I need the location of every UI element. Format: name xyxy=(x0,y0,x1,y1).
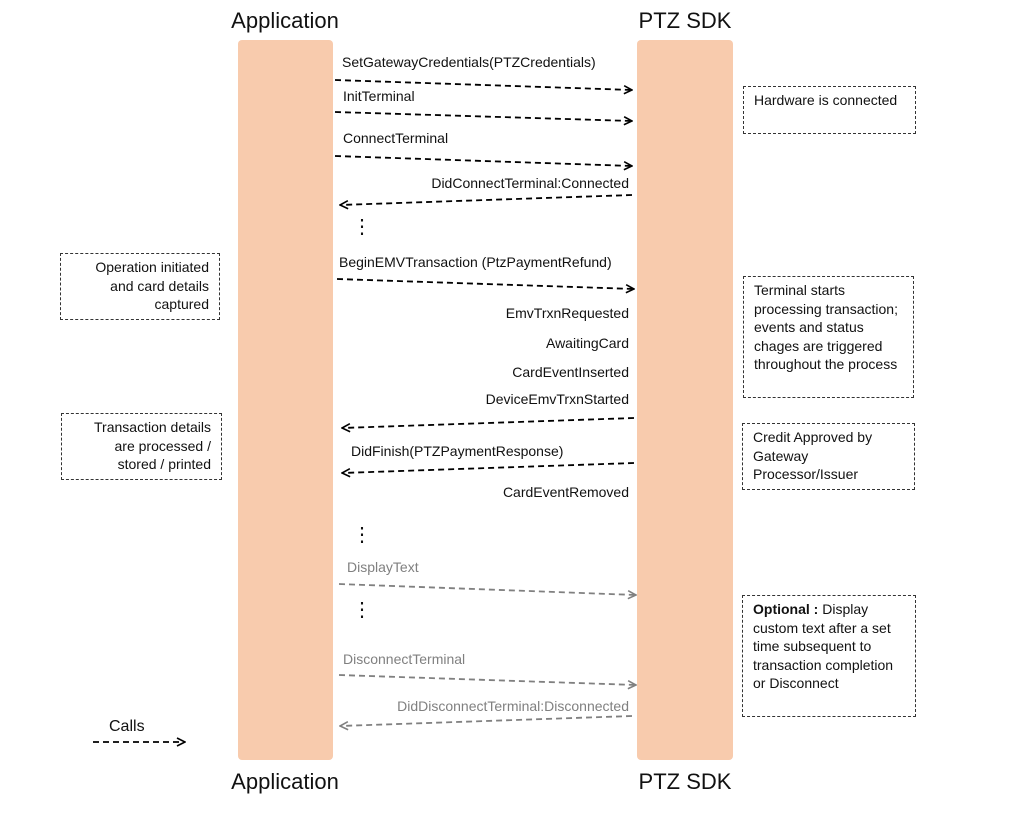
arrow-display-text xyxy=(338,583,636,595)
event-label-device-emv-trxn-started: DeviceEmvTrxnStarted xyxy=(485,391,629,407)
arrow-did-disconnect-terminal xyxy=(340,715,633,726)
legend-calls-label: Calls xyxy=(109,718,145,735)
note-operation-text: Operation initiated and card details cap… xyxy=(95,259,209,312)
message-label-connect-terminal: ConnectTerminal xyxy=(343,130,449,146)
message-label-disconnect-terminal: DisconnectTerminal xyxy=(343,651,466,667)
note-credit-approved: Credit Approved by Gateway Processor/Iss… xyxy=(742,423,915,490)
message-label-init-terminal: InitTerminal xyxy=(343,88,415,104)
ellipsis-1: ⋮ xyxy=(352,216,372,238)
message-label-did-connect-terminal: DidConnectTerminal:Connected xyxy=(431,175,629,191)
note-transaction-details: Transaction details are processed / stor… xyxy=(61,413,222,480)
note-operation-initiated: Operation initiated and card details cap… xyxy=(60,253,220,320)
note-optional-text: Display custom text after a set time sub… xyxy=(753,601,894,691)
ellipsis-2: ⋮ xyxy=(352,524,372,546)
ellipsis-3: ⋮ xyxy=(352,599,372,621)
ptz-sdk-title-bottom: PTZ SDK xyxy=(638,769,732,794)
arrow-begin-emv-transaction xyxy=(336,278,634,289)
message-label-did-finish: DidFinish(PTZPaymentResponse) xyxy=(351,443,564,459)
note-credit-text: Credit Approved by Gateway Processor/Iss… xyxy=(753,429,873,482)
application-title-top: Application xyxy=(231,8,339,33)
note-terminal-processing: Terminal starts processing transaction; … xyxy=(743,276,914,398)
arrow-did-connect-terminal xyxy=(340,194,633,205)
arrow-disconnect-terminal xyxy=(338,674,636,685)
application-title-bottom: Application xyxy=(231,769,339,794)
note-hardware-text: Hardware is connected xyxy=(754,92,898,108)
application-lifeline xyxy=(238,40,333,760)
arrow-device-emv-trxn-started xyxy=(342,417,635,428)
note-terminal-text: Terminal starts processing transaction; … xyxy=(754,282,898,372)
event-label-card-event-removed: CardEventRemoved xyxy=(502,484,629,500)
ptz-sdk-title-top: PTZ SDK xyxy=(638,8,732,33)
note-optional-display: Optional : Display custom text after a s… xyxy=(742,595,916,717)
note-optional-label: Optional : xyxy=(753,601,819,617)
note-hardware-connected: Hardware is connected xyxy=(743,86,916,134)
arrow-did-finish xyxy=(342,462,635,473)
message-label-set-gateway-credentials: SetGatewayCredentials(PTZCredentials) xyxy=(342,54,596,70)
arrow-init-terminal xyxy=(334,111,632,121)
message-label-begin-emv-transaction: BeginEMVTransaction (PtzPaymentRefund) xyxy=(339,254,612,270)
message-label-did-disconnect-terminal: DidDisconnectTerminal:Disconnected xyxy=(397,698,629,714)
event-label-emv-trxn-requested: EmvTrxnRequested xyxy=(505,305,629,321)
event-label-awaiting-card: AwaitingCard xyxy=(545,335,629,351)
message-label-display-text: DisplayText xyxy=(347,559,419,575)
arrow-connect-terminal xyxy=(334,155,632,166)
note-transaction-text: Transaction details are processed / stor… xyxy=(94,419,211,472)
event-label-card-event-inserted: CardEventInserted xyxy=(512,364,629,380)
ptz-sdk-lifeline xyxy=(637,40,733,760)
